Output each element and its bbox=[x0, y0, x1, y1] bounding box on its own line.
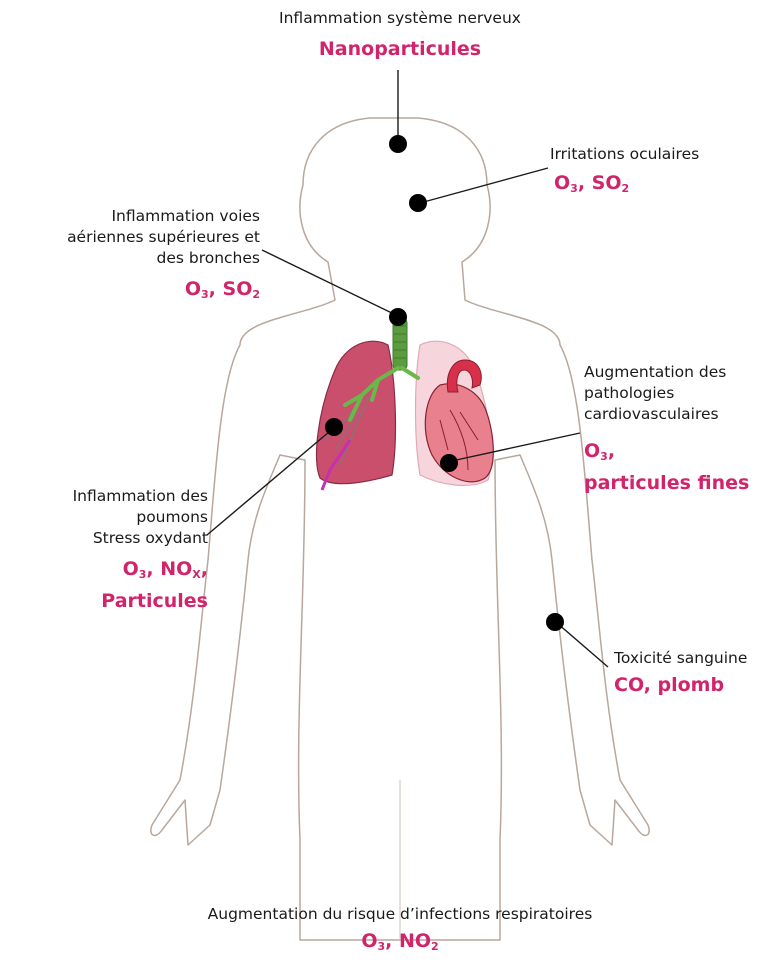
effect-line: Inflammation voies bbox=[20, 206, 260, 227]
effect-line: Stress oxydant bbox=[10, 528, 208, 549]
pollutant-line: O3, SO2 bbox=[60, 276, 260, 308]
effect-line: Augmentation des bbox=[584, 362, 774, 383]
effect-line: pathologies bbox=[584, 383, 774, 404]
effect-line: aériennes supérieures et bbox=[20, 227, 260, 248]
cardio-pollutants: O3,particules fines bbox=[584, 438, 774, 496]
eyes-pollutants: O3, SO2 bbox=[554, 170, 754, 202]
effect-line: Inflammation système nerveux bbox=[180, 8, 620, 29]
effect-line: Toxicité sanguine bbox=[614, 648, 780, 669]
pollutant-line: O3, NO2 bbox=[90, 928, 710, 960]
pollutant-line: O3, bbox=[584, 438, 774, 470]
nervous-pollutants: Nanoparticules bbox=[180, 36, 620, 62]
subscript: 3 bbox=[600, 450, 608, 463]
airways-pollutants: O3, SO2 bbox=[60, 276, 260, 308]
pollutant-line: O3, SO2 bbox=[554, 170, 754, 202]
marker-lung bbox=[325, 418, 343, 436]
effect-line: Inflammation des bbox=[10, 486, 208, 507]
subscript: 2 bbox=[431, 940, 439, 953]
effect-line: cardiovasculaires bbox=[584, 404, 774, 425]
subscript: 3 bbox=[570, 182, 578, 195]
pollutant-line: CO, plomb bbox=[614, 672, 780, 698]
respiratory-effect: Augmentation du risque d’infections resp… bbox=[90, 904, 710, 925]
subscript: X bbox=[192, 568, 200, 581]
nervous-effect: Inflammation système nerveux bbox=[180, 8, 620, 29]
subscript: 3 bbox=[201, 288, 209, 301]
effect-line: poumons bbox=[10, 507, 208, 528]
marker-brain bbox=[389, 135, 407, 153]
respiratory-pollutants: O3, NO2 bbox=[90, 928, 710, 960]
marker-heart bbox=[440, 454, 458, 472]
effect-line: Augmentation du risque d’infections resp… bbox=[90, 904, 710, 925]
subscript: 2 bbox=[621, 182, 629, 195]
pollutant-line: Nanoparticules bbox=[180, 36, 620, 62]
marker-eye bbox=[409, 194, 427, 212]
pollutant-line: particules fines bbox=[584, 470, 774, 496]
subscript: 2 bbox=[252, 288, 260, 301]
blood-effect: Toxicité sanguine bbox=[614, 648, 780, 669]
eyes-effect: Irritations oculaires bbox=[550, 144, 770, 165]
connector-lines bbox=[207, 70, 608, 667]
pollutant-line: O3, NOX, bbox=[10, 556, 208, 588]
lungs-pollutants: O3, NOX,Particules bbox=[10, 556, 208, 614]
pollutant-line: Particules bbox=[10, 588, 208, 614]
subscript: 3 bbox=[377, 940, 385, 953]
marker-arm bbox=[546, 613, 564, 631]
subscript: 3 bbox=[139, 568, 147, 581]
right-lung bbox=[316, 341, 395, 484]
marker-trachea bbox=[389, 308, 407, 326]
effect-line: des bronches bbox=[20, 248, 260, 269]
effect-line: Irritations oculaires bbox=[550, 144, 770, 165]
blood-pollutants: CO, plomb bbox=[614, 672, 780, 698]
